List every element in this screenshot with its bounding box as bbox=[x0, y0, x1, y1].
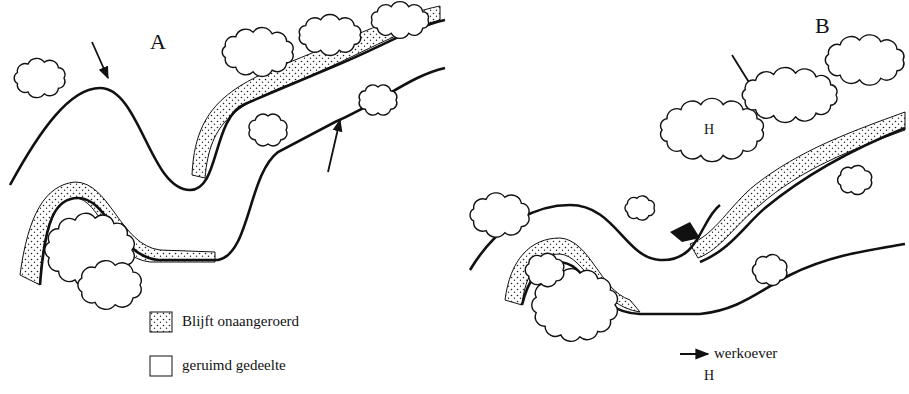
bush bbox=[838, 165, 872, 194]
bush bbox=[525, 253, 564, 286]
bush bbox=[299, 14, 360, 55]
panel-label: B bbox=[815, 14, 830, 38]
flow-arrow bbox=[92, 42, 108, 78]
bush bbox=[359, 85, 397, 115]
legend-swatch bbox=[150, 356, 172, 376]
bush bbox=[742, 68, 837, 123]
legend-text: Blijft onaangeroerd bbox=[182, 313, 299, 330]
legend-arrow bbox=[680, 353, 708, 355]
bush bbox=[78, 261, 141, 310]
bush bbox=[825, 35, 904, 85]
bush bbox=[222, 28, 293, 77]
panel-label: H bbox=[704, 122, 714, 137]
work-marker bbox=[670, 222, 700, 242]
legend-text: geruimd gedeelte bbox=[182, 357, 286, 374]
bush bbox=[625, 196, 655, 220]
panel-label: H bbox=[704, 368, 714, 383]
flow-arrow bbox=[328, 120, 340, 172]
bush bbox=[752, 255, 786, 286]
river-bank bbox=[10, 20, 445, 190]
bush bbox=[249, 114, 287, 146]
legend-text: werkoever bbox=[714, 345, 777, 362]
legend-swatch bbox=[150, 312, 172, 332]
bush bbox=[470, 193, 529, 237]
bush bbox=[14, 58, 65, 97]
bush bbox=[371, 2, 428, 39]
panel-label: A bbox=[150, 30, 166, 54]
